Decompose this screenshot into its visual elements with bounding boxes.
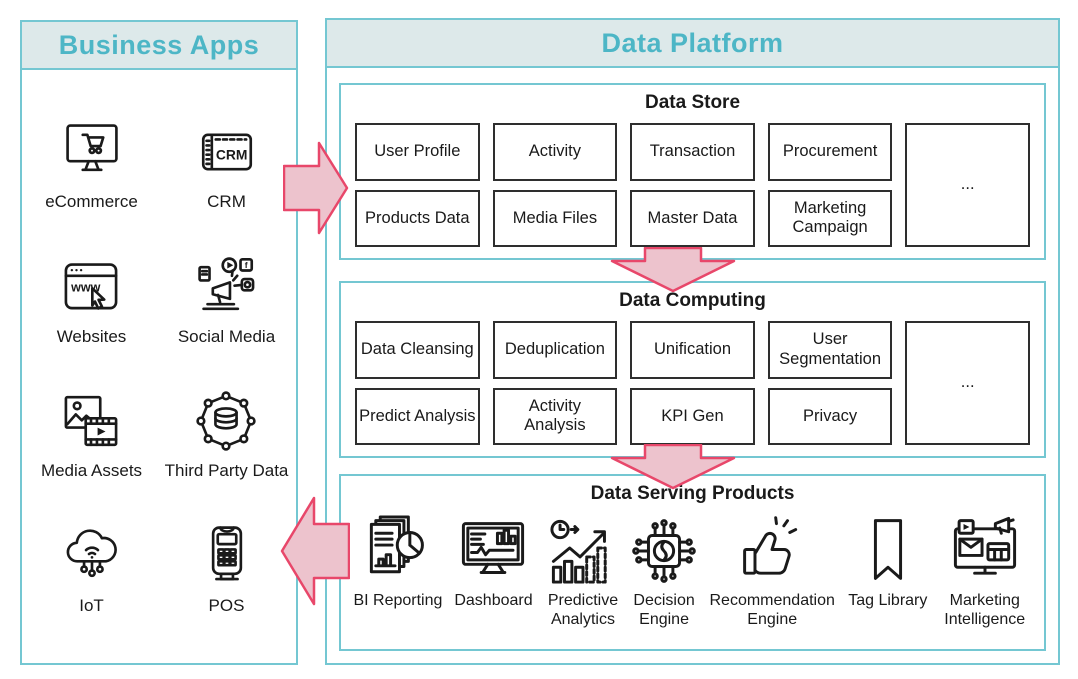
app-label: Social Media xyxy=(177,326,276,346)
social-media-icon: f xyxy=(198,257,255,310)
serve-label: Dashboard xyxy=(454,592,533,609)
data-computing-title: Data Computing xyxy=(619,290,766,311)
data-box: Procurement xyxy=(767,123,893,181)
serve-label: Decision Engine xyxy=(633,592,695,629)
data-serving-row: BI Reporting Dashboard xyxy=(349,514,1036,645)
recommendation-engine-icon xyxy=(743,516,798,575)
serve-item-dashboard: Dashboard xyxy=(447,514,540,610)
data-box: Predict Analysis xyxy=(355,387,480,445)
serve-item-bi-reporting: BI Reporting xyxy=(349,514,447,610)
app-item-websites: www Websites xyxy=(56,254,127,347)
data-box: Data Cleansing xyxy=(355,321,480,379)
data-box: KPI Gen xyxy=(630,387,755,445)
app-item-crm: CRM CRM xyxy=(194,119,260,212)
data-box: Privacy xyxy=(767,387,893,445)
app-item-ecommerce: eCommerce xyxy=(45,119,138,212)
data-computing-grid: Data Cleansing Deduplication Unification… xyxy=(355,321,1030,445)
ecommerce-icon xyxy=(65,124,118,172)
predictive-analytics-icon xyxy=(550,519,607,584)
app-label: eCommerce xyxy=(45,192,138,212)
data-box-more: ... xyxy=(905,321,1030,445)
data-platform-header: Data Platform xyxy=(327,20,1058,68)
serve-item-marketing-intelligence: Marketing Intelligence xyxy=(933,514,1036,629)
arrow-apps-to-platform-icon xyxy=(283,141,349,235)
data-box: User Segmentation xyxy=(767,321,893,379)
app-item-pos: POS xyxy=(194,523,260,616)
data-store-section: Data Store User Profile Activity Transac… xyxy=(339,83,1046,260)
data-platform-panel: Data Platform Data Store User Profile Ac… xyxy=(325,18,1060,665)
serve-item-recommendation-engine: Recommendation Engine xyxy=(702,514,842,629)
app-item-media-assets: Media Assets xyxy=(41,388,142,481)
websites-icon: www xyxy=(65,263,118,310)
data-computing-section: Data Computing Data Cleansing Deduplicat… xyxy=(339,281,1046,458)
app-label: Media Assets xyxy=(40,461,143,481)
app-label: CRM xyxy=(207,192,246,212)
data-box-more: ... xyxy=(905,123,1030,247)
data-platform-title: Data Platform xyxy=(601,27,784,58)
app-item-third-party-data: Third Party Data xyxy=(164,388,289,481)
app-item-social-media: f Social Media xyxy=(178,254,275,347)
data-box: Products Data xyxy=(355,189,480,247)
bi-reporting-icon xyxy=(369,515,424,574)
data-store-title: Data Store xyxy=(644,92,741,113)
media-assets-icon xyxy=(65,396,118,447)
tag-library-icon xyxy=(873,519,902,580)
arrow-store-to-computing-icon xyxy=(610,247,736,293)
data-serving-section: Data Serving Products BI Reporting xyxy=(339,474,1046,651)
data-box: Unification xyxy=(630,321,755,379)
crm-icon: CRM xyxy=(201,133,252,171)
business-apps-grid: eCommerce CRM CRM www Websites xyxy=(22,72,296,663)
dashboard-icon xyxy=(462,522,525,574)
serve-label: BI Reporting xyxy=(353,592,443,609)
marketing-intelligence-icon xyxy=(953,516,1016,575)
data-box: Master Data xyxy=(630,189,755,247)
app-label: Websites xyxy=(56,326,127,346)
data-box: Activity xyxy=(492,123,618,181)
svg-text:CRM: CRM xyxy=(215,147,247,163)
pos-icon xyxy=(211,525,242,580)
data-serving-title: Data Serving Products xyxy=(590,483,795,504)
serve-item-predictive-analytics: Predictive Analytics xyxy=(540,514,626,629)
business-apps-panel: Business Apps eCommerce CRM CRM xyxy=(20,20,298,665)
data-box: Media Files xyxy=(492,189,618,247)
data-box: Marketing Campaign xyxy=(767,189,893,247)
serve-label: Marketing Intelligence xyxy=(944,592,1026,629)
decision-engine-icon xyxy=(632,519,696,583)
serve-label: Tag Library xyxy=(848,592,928,609)
app-label: POS xyxy=(208,595,245,615)
app-label: Third Party Data xyxy=(164,461,289,481)
data-box: Activity Analysis xyxy=(492,387,618,445)
data-box: User Profile xyxy=(355,123,480,181)
data-box: Deduplication xyxy=(492,321,618,379)
serve-item-tag-library: Tag Library xyxy=(842,514,933,610)
arrow-platform-to-apps-icon xyxy=(280,496,350,606)
data-store-grid: User Profile Activity Transaction Procur… xyxy=(355,123,1030,247)
iot-icon xyxy=(66,528,117,577)
app-label: IoT xyxy=(79,595,104,615)
third-party-data-icon xyxy=(196,391,257,451)
business-apps-header: Business Apps xyxy=(22,22,296,70)
serve-item-decision-engine: Decision Engine xyxy=(626,514,702,629)
arrow-computing-to-serving-icon xyxy=(610,444,736,490)
serve-label: Predictive Analytics xyxy=(547,592,619,629)
app-item-iot: IoT xyxy=(59,523,125,616)
serve-label: Recommendation Engine xyxy=(709,592,835,629)
svg-text:f: f xyxy=(245,260,248,270)
business-apps-title: Business Apps xyxy=(58,29,260,60)
data-box: Transaction xyxy=(630,123,755,181)
